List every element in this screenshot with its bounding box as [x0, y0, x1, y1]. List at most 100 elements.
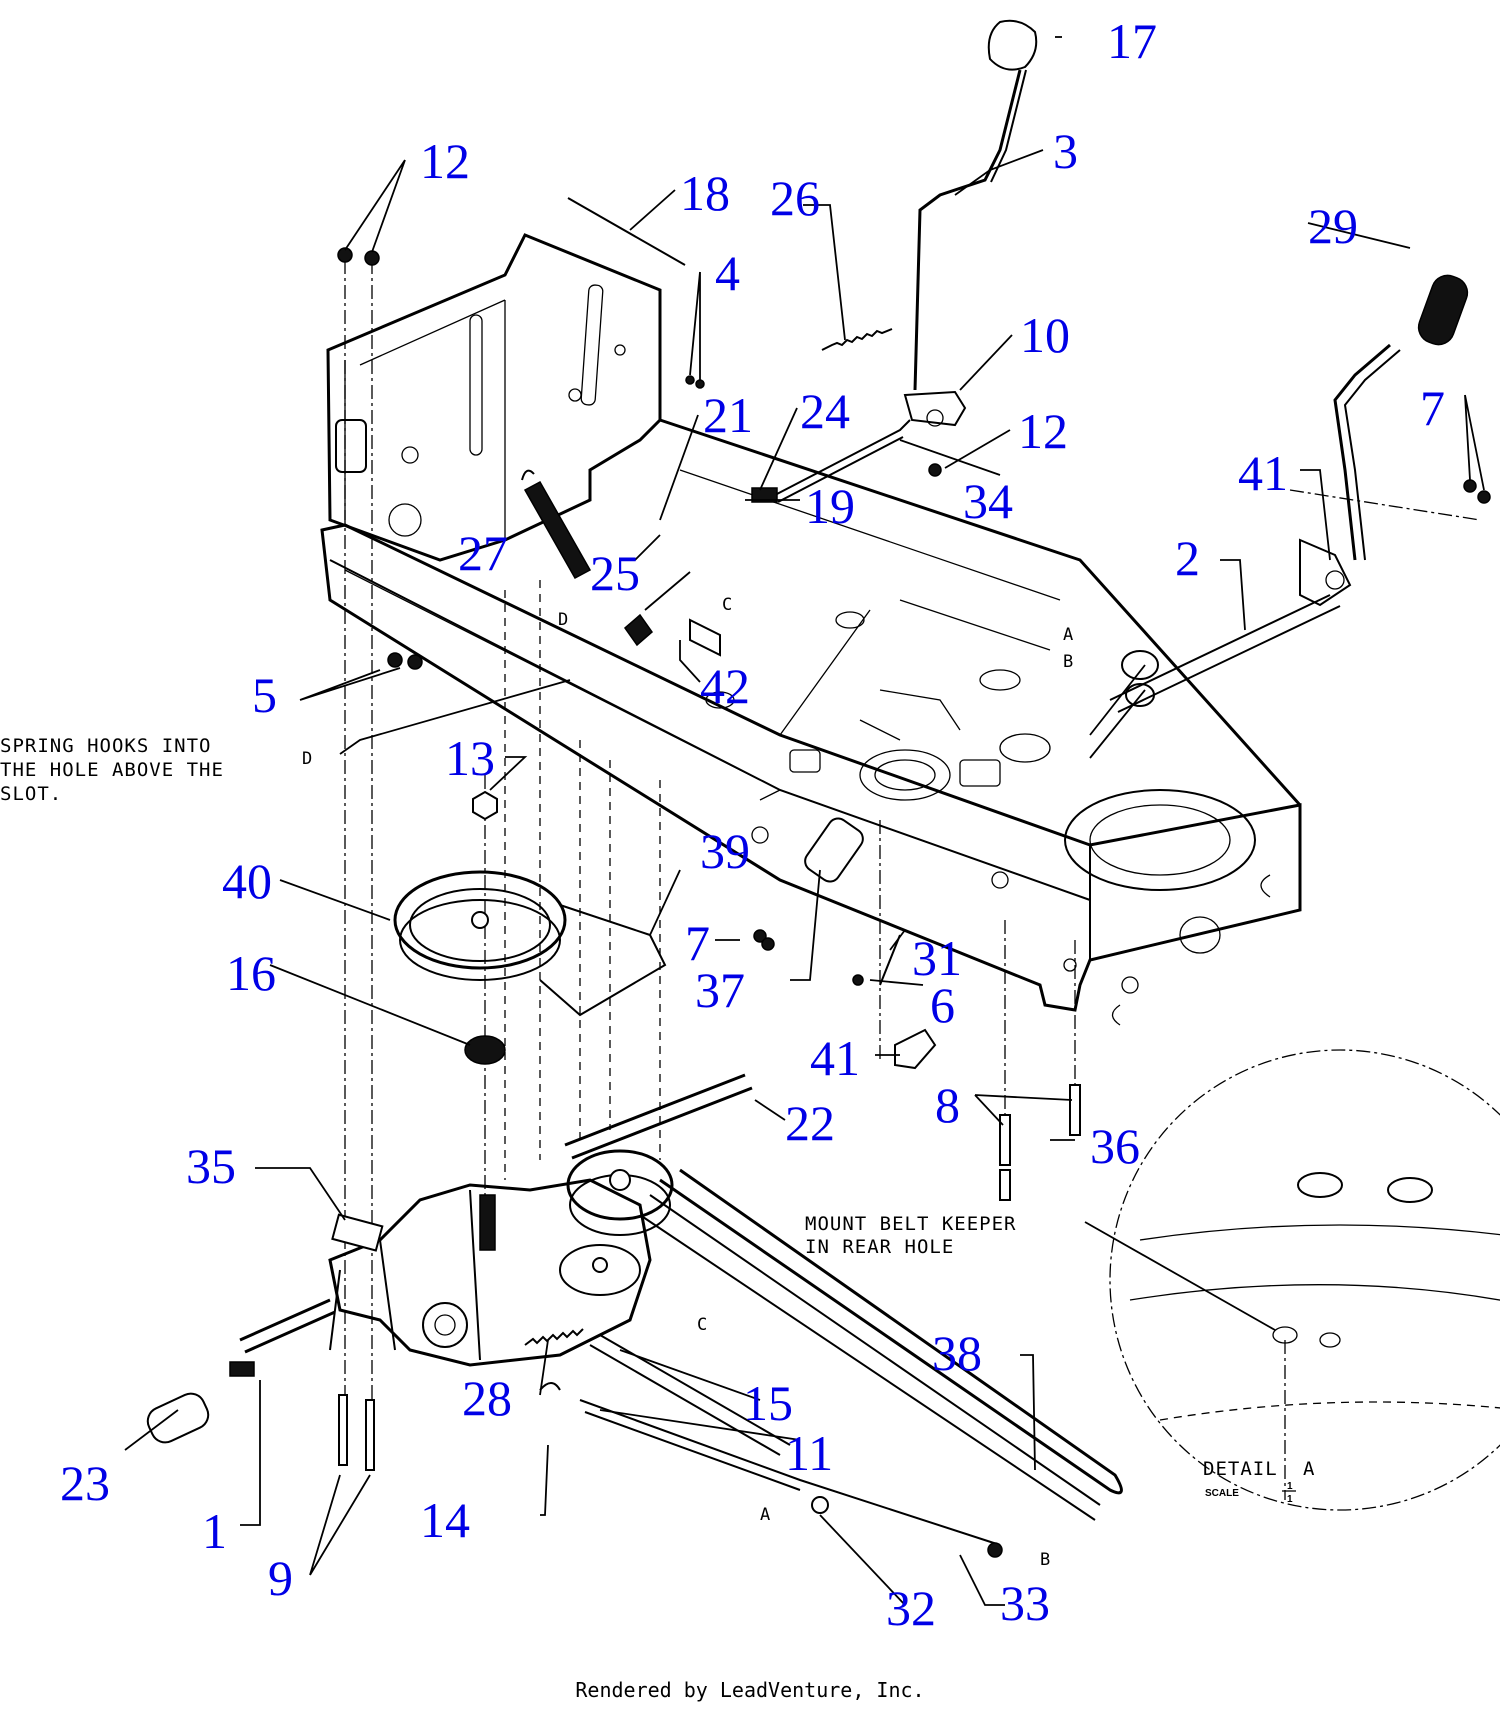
studs-8 — [999, 1084, 1081, 1201]
callout-10: 10 — [1020, 307, 1070, 363]
callout-37: 37 — [695, 962, 745, 1018]
detail-a — [1084, 1049, 1500, 1511]
callout-12-top: 12 — [420, 133, 470, 189]
callout-34: 34 — [963, 473, 1013, 529]
callout-11: 11 — [785, 1425, 833, 1481]
svg-text:IN REAR HOLE: IN REAR HOLE — [805, 1236, 954, 1258]
bushing-32 — [811, 1496, 829, 1514]
spring-27 — [521, 469, 592, 580]
transmission — [229, 1178, 652, 1377]
pin-31 — [879, 934, 901, 986]
callout-7-mid: 7 — [685, 915, 710, 971]
belt-keeper-note: MOUNT BELT KEEPER IN REAR HOLE — [805, 1213, 1016, 1258]
callout-22: 22 — [785, 1095, 835, 1151]
bolts-9 — [338, 1394, 375, 1471]
brake-lever — [1299, 274, 1469, 607]
callout-23: 23 — [60, 1455, 110, 1511]
callout-32: 32 — [886, 1580, 936, 1636]
belt-38 — [639, 1168, 1123, 1521]
svg-text:1: 1 — [1287, 1481, 1293, 1492]
callout-9: 9 — [268, 1550, 293, 1606]
callout-15: 15 — [743, 1375, 793, 1431]
ref-a-top: A — [1063, 625, 1073, 645]
sleeve-23 — [146, 1392, 210, 1444]
clip-14 — [539, 1382, 561, 1391]
detail-label: DETAIL A SCALE 1 1 — [1203, 1458, 1315, 1505]
callout-13: 13 — [445, 730, 495, 786]
reference-letters: A B C D D C A B — [302, 595, 1073, 1570]
svg-text:THE HOLE ABOVE THE: THE HOLE ABOVE THE — [0, 759, 224, 781]
callout-40: 40 — [222, 853, 272, 909]
rod-18 — [567, 197, 686, 266]
spring-28 — [524, 1328, 584, 1346]
callout-2: 2 — [1175, 530, 1200, 586]
pulley-40 — [393, 870, 567, 981]
callout-27: 27 — [458, 525, 508, 581]
callout-41-right: 41 — [1238, 445, 1288, 501]
spring-26 — [821, 328, 893, 351]
svg-text:SPRING HOOKS INTO: SPRING HOOKS INTO — [0, 735, 211, 757]
callout-29: 29 — [1308, 198, 1358, 254]
callout-12-right: 12 — [1018, 403, 1068, 459]
callout-1: 1 — [202, 1503, 227, 1559]
ref-d-left: D — [302, 749, 312, 769]
ref-b-bottom: B — [1040, 1550, 1050, 1570]
ref-a-bottom: A — [760, 1505, 770, 1525]
callout-24: 24 — [800, 383, 850, 439]
callout-28: 28 — [462, 1370, 512, 1426]
bolts-7 — [753, 479, 1491, 951]
ref-c-bottom: C — [697, 1315, 707, 1335]
nut-13 — [472, 790, 498, 821]
callout-8: 8 — [935, 1077, 960, 1133]
bolts-5 — [387, 652, 423, 670]
svg-text:MOUNT BELT KEEPER: MOUNT BELT KEEPER — [805, 1213, 1016, 1235]
callout-41-mid: 41 — [810, 1030, 860, 1086]
detail-title: DETAIL — [1203, 1458, 1278, 1480]
callout-21: 21 — [703, 387, 753, 443]
ref-b-top: B — [1063, 652, 1073, 672]
rod-34 — [751, 419, 911, 503]
rod-11 — [579, 1399, 1001, 1546]
callout-33: 33 — [1000, 1575, 1050, 1631]
callout-4: 4 — [715, 245, 740, 301]
spacer-37 — [804, 817, 864, 883]
screw-6 — [852, 974, 864, 986]
bracket-41 — [894, 1028, 937, 1070]
spring-25 — [623, 613, 654, 647]
svg-text:SLOT.: SLOT. — [0, 783, 62, 805]
belt-39 — [539, 904, 667, 1017]
callout-36: 36 — [1090, 1118, 1140, 1174]
bearing-16 — [464, 1035, 506, 1065]
callout-6: 6 — [930, 977, 955, 1033]
callout-16: 16 — [226, 945, 276, 1001]
callout-31: 31 — [912, 930, 962, 986]
callout-numbers: 17 12 18 3 26 29 4 10 12 7 21 24 41 34 2… — [60, 13, 1445, 1636]
frame — [320, 233, 1302, 1026]
callout-3: 3 — [1053, 123, 1078, 179]
callout-38: 38 — [932, 1325, 982, 1381]
callout-17: 17 — [1107, 13, 1157, 69]
spring-note: SPRING HOOKS INTO THE HOLE ABOVE THE SLO… — [0, 735, 224, 805]
ref-d-mid: D — [558, 610, 568, 630]
svg-text:1: 1 — [1287, 1494, 1293, 1505]
axle-22 — [564, 1073, 753, 1160]
callout-5: 5 — [252, 667, 277, 723]
footer-credit: Rendered by LeadVenture, Inc. — [575, 1678, 925, 1702]
cross-shaft-2 — [1109, 594, 1341, 713]
screws-4 — [685, 375, 705, 389]
callout-7-right: 7 — [1420, 380, 1445, 436]
callout-19: 19 — [805, 478, 855, 534]
callout-35: 35 — [186, 1138, 236, 1194]
callout-26: 26 — [770, 170, 820, 226]
detail-letter: A — [1303, 1458, 1315, 1480]
link-33 — [987, 1542, 1003, 1558]
callout-42: 42 — [700, 658, 750, 714]
callout-25: 25 — [590, 545, 640, 601]
leader-lines — [124, 36, 1485, 1606]
shift-lever — [903, 19, 1038, 427]
callout-18: 18 — [680, 165, 730, 221]
detail-scale-label: SCALE — [1205, 1488, 1239, 1499]
callout-14: 14 — [420, 1492, 470, 1548]
callout-39: 39 — [700, 823, 750, 879]
